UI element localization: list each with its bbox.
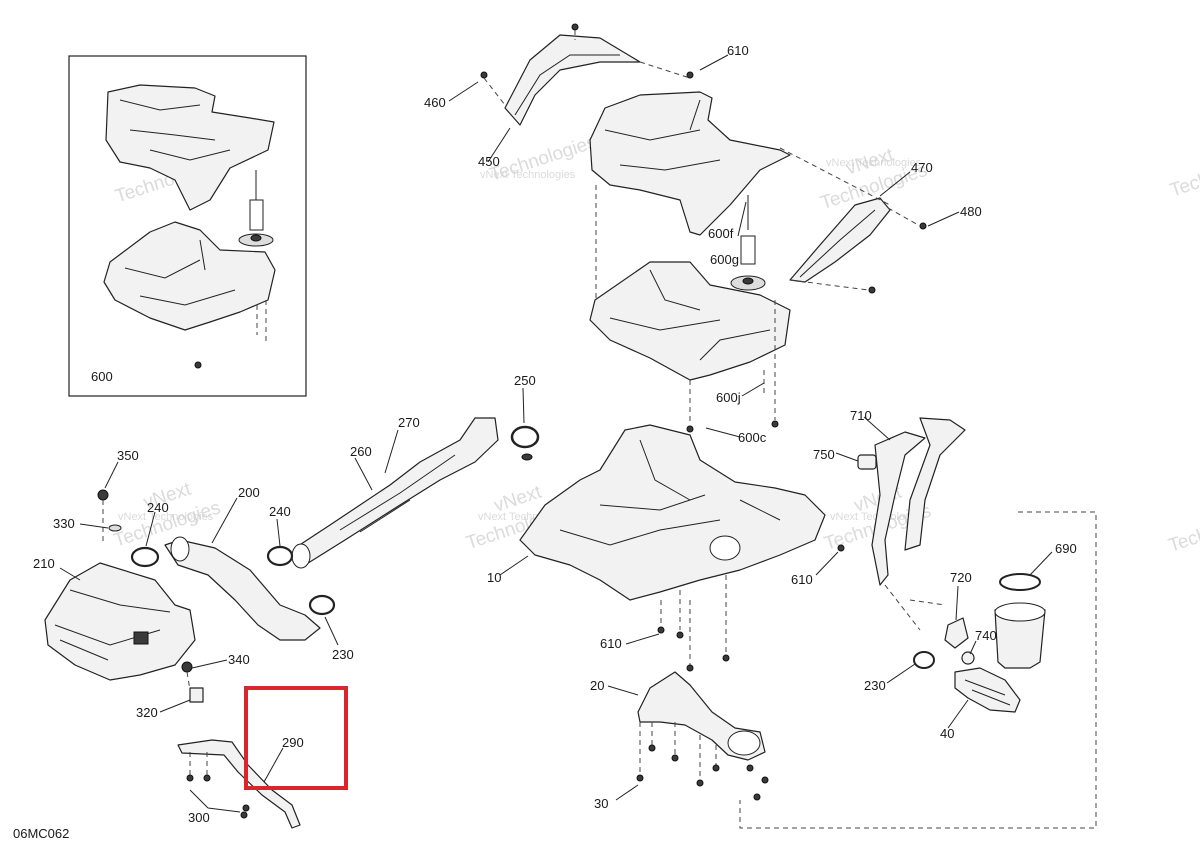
- nut-340: [181, 661, 193, 673]
- clamp-230: [913, 651, 935, 669]
- callout-10: 10: [487, 570, 501, 585]
- inset-lower-housing: [103, 221, 276, 331]
- inset-spring: [249, 199, 264, 231]
- right-hose-group: [739, 417, 1097, 829]
- bracket-290-shape: [177, 739, 301, 829]
- callout-600c: 600c: [738, 430, 767, 445]
- svg-text:Technologies: Technologies: [1166, 502, 1200, 556]
- inset-frame: [68, 55, 307, 397]
- watermark: vNext Technologies: [826, 157, 922, 169]
- watermark: Technologies: [1166, 502, 1200, 556]
- tray-20: [636, 671, 769, 801]
- callout-330: 330: [53, 516, 75, 531]
- highlight-box-290[interactable]: [244, 686, 348, 790]
- air-canister: [994, 609, 1046, 669]
- watermark: Technologies: [1167, 147, 1200, 201]
- callout-270: 270: [398, 415, 420, 430]
- callout-290[interactable]: 290: [282, 735, 304, 750]
- duct-group: [291, 417, 540, 569]
- hose-200: [164, 539, 321, 641]
- callout-610: 610: [600, 636, 622, 651]
- spring-600g: [740, 235, 756, 265]
- callout-labels: 610 460 450 470 480 600f 600g 600j 600c …: [33, 43, 1077, 825]
- lower-housing-600: [589, 261, 791, 381]
- callout-720: 720: [950, 570, 972, 585]
- clamp-250: [510, 425, 540, 449]
- callout-240: 240: [269, 504, 291, 519]
- cap-750: [857, 454, 877, 470]
- intercooler-210: [44, 562, 196, 681]
- bracket-290: [177, 686, 348, 829]
- callout-240: 240: [147, 500, 169, 515]
- bellows-40: [954, 667, 1021, 713]
- plug-740: [961, 651, 975, 665]
- callout-710: 710: [850, 408, 872, 423]
- callout-230: 230: [864, 678, 886, 693]
- callout-480: 480: [960, 204, 982, 219]
- inset-600: 600: [68, 55, 307, 397]
- callout-610: 610: [791, 572, 813, 587]
- callout-740: 740: [975, 628, 997, 643]
- callout-750: 750: [813, 447, 835, 462]
- hose-710b: [871, 431, 926, 586]
- callout-40: 40: [940, 726, 954, 741]
- clamp-230: [308, 594, 336, 616]
- intake-duct-260: [294, 417, 499, 566]
- intercooler-group: [44, 489, 336, 703]
- callout-20: 20: [590, 678, 604, 693]
- watermark: vNext Technologies: [118, 511, 214, 523]
- callout-460: 460: [424, 95, 446, 110]
- grommet-320: [189, 687, 204, 703]
- callout-350: 350: [117, 448, 139, 463]
- bolt-350: [97, 489, 109, 501]
- upper-cover-450: [589, 91, 791, 236]
- washer-330: [108, 524, 122, 532]
- hose-710a: [904, 417, 966, 551]
- clamp-240: [266, 545, 294, 567]
- center-housing-10: [519, 424, 826, 601]
- callout-230: 230: [332, 647, 354, 662]
- callout-300: 300: [188, 810, 210, 825]
- callout-320: 320: [136, 705, 158, 720]
- inset-upper-cover: [105, 84, 275, 211]
- callout-210: 210: [33, 556, 55, 571]
- svg-text:Technologies: Technologies: [1167, 147, 1200, 201]
- callout-450: 450: [478, 154, 500, 169]
- diagram-code: 06MC062: [13, 826, 69, 841]
- watermark: vNext Technologies: [480, 169, 576, 181]
- callout-690: 690: [1055, 541, 1077, 556]
- upper-panel-group: [480, 23, 927, 433]
- callout-200: 200: [238, 485, 260, 500]
- center-housing-group: [519, 424, 845, 672]
- callout-30: 30: [594, 796, 608, 811]
- callout-600f: 600f: [708, 226, 734, 241]
- callout-250: 250: [514, 373, 536, 388]
- callout-600g: 600g: [710, 252, 739, 267]
- callout-610: 610: [727, 43, 749, 58]
- callout-340: 340: [228, 652, 250, 667]
- leader-lines: [59, 54, 1053, 813]
- clamp-240: [130, 546, 160, 568]
- fitting-720: [944, 617, 969, 649]
- clamp-690: [999, 573, 1041, 591]
- side-panel-460: [504, 34, 641, 126]
- inset-label: 600: [91, 369, 113, 384]
- callout-260: 260: [350, 444, 372, 459]
- callout-600j: 600j: [716, 390, 741, 405]
- callout-470: 470: [911, 160, 933, 175]
